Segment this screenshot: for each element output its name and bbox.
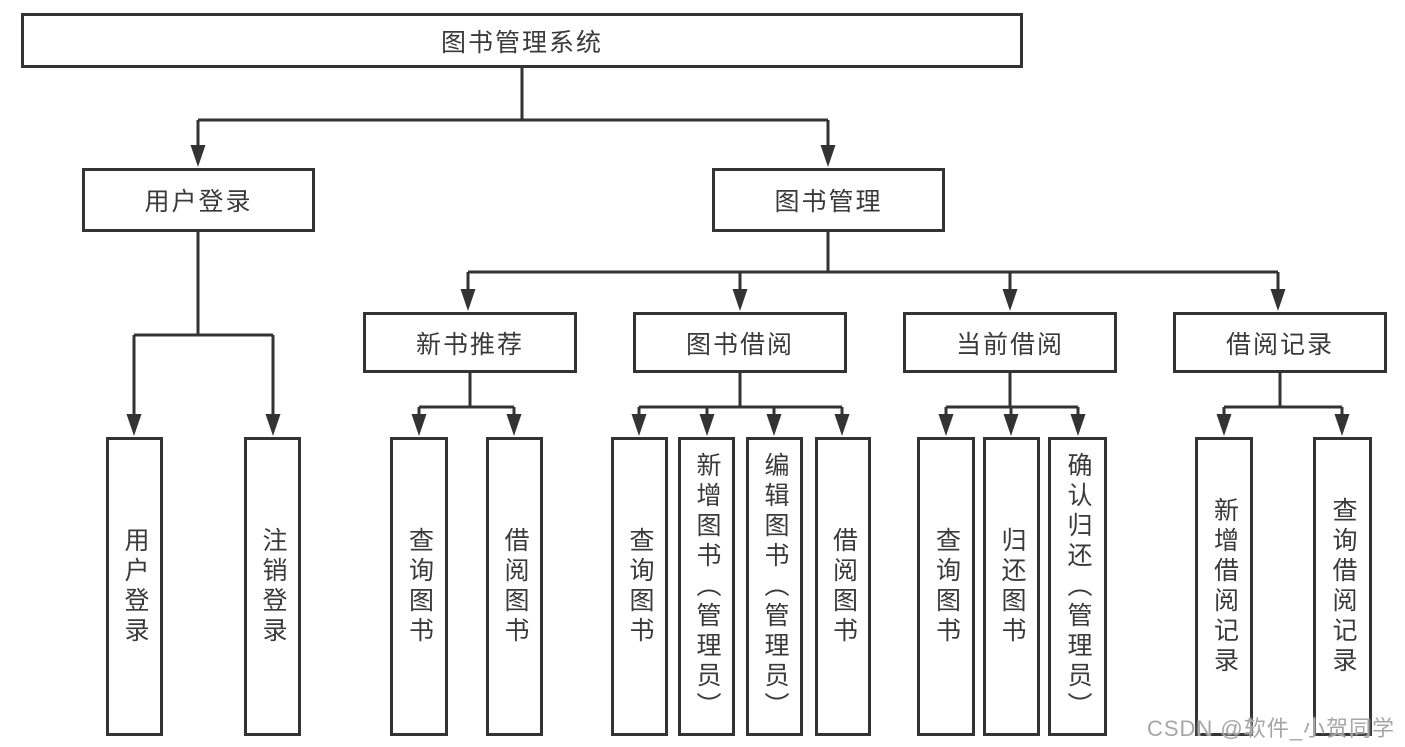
leaf-current-query-label: 查询图书 [932,526,961,647]
leaf-borrow-book: 借阅图书 [815,437,871,736]
leaf-current-confirm-admin: 确认归还（管理员） [1048,437,1107,736]
connector-current-borrow [938,373,1086,436]
leaf-newbook-borrow-label: 借阅图书 [501,526,529,647]
leaf-record-query: 查询借阅记录 [1313,437,1372,736]
leaf-current-query: 查询图书 [917,437,975,736]
node-user-login: 用户登录 [82,168,315,232]
leaf-logout: 注销登录 [244,437,301,736]
connector-book-borrow [631,373,850,436]
leaf-borrow-edit-admin: 编辑图书（管理员） [746,437,803,736]
node-new-book-recommend: 新书推荐 [363,312,577,373]
connector-borrow-record [1216,373,1350,436]
leaf-current-return: 归还图书 [983,437,1040,736]
leaf-user-login: 用户登录 [106,437,163,736]
leaf-current-return-label: 归还图书 [998,526,1026,647]
leaf-user-login-label: 用户登录 [121,526,149,647]
node-book-management: 图书管理 [712,168,945,232]
leaf-borrow-add-admin: 新增图书（管理员） [678,437,735,736]
leaf-borrow-query-label: 查询图书 [626,526,654,647]
csdn-watermark: CSDN @软件_小贺同学 [1146,716,1395,741]
connector-user-login [126,232,281,436]
leaf-record-add-label: 新增借阅记录 [1210,496,1239,677]
leaf-newbook-query-label: 查询图书 [405,526,434,647]
leaf-borrow-edit-admin-label: 编辑图书（管理员） [761,451,789,722]
leaf-record-query-label: 查询借阅记录 [1329,496,1357,677]
node-current-borrow: 当前借阅 [903,312,1117,373]
node-root-library-system: 图书管理系统 [21,13,1023,68]
leaf-logout-label: 注销登录 [259,526,287,647]
node-borrow-record: 借阅记录 [1173,312,1387,373]
connector-new-book [411,373,522,436]
leaf-newbook-borrow: 借阅图书 [486,437,543,736]
leaf-record-add: 新增借阅记录 [1195,437,1253,736]
leaf-borrow-add-admin-label: 新增图书（管理员） [693,451,721,722]
connector-root [190,68,836,167]
node-book-borrow: 图书借阅 [633,312,847,373]
leaf-newbook-query: 查询图书 [390,437,448,736]
connector-book-management [460,232,1286,311]
leaf-borrow-book-label: 借阅图书 [829,526,858,647]
leaf-borrow-query: 查询图书 [611,437,668,736]
leaf-current-confirm-admin-label: 确认归还（管理员） [1064,451,1092,722]
